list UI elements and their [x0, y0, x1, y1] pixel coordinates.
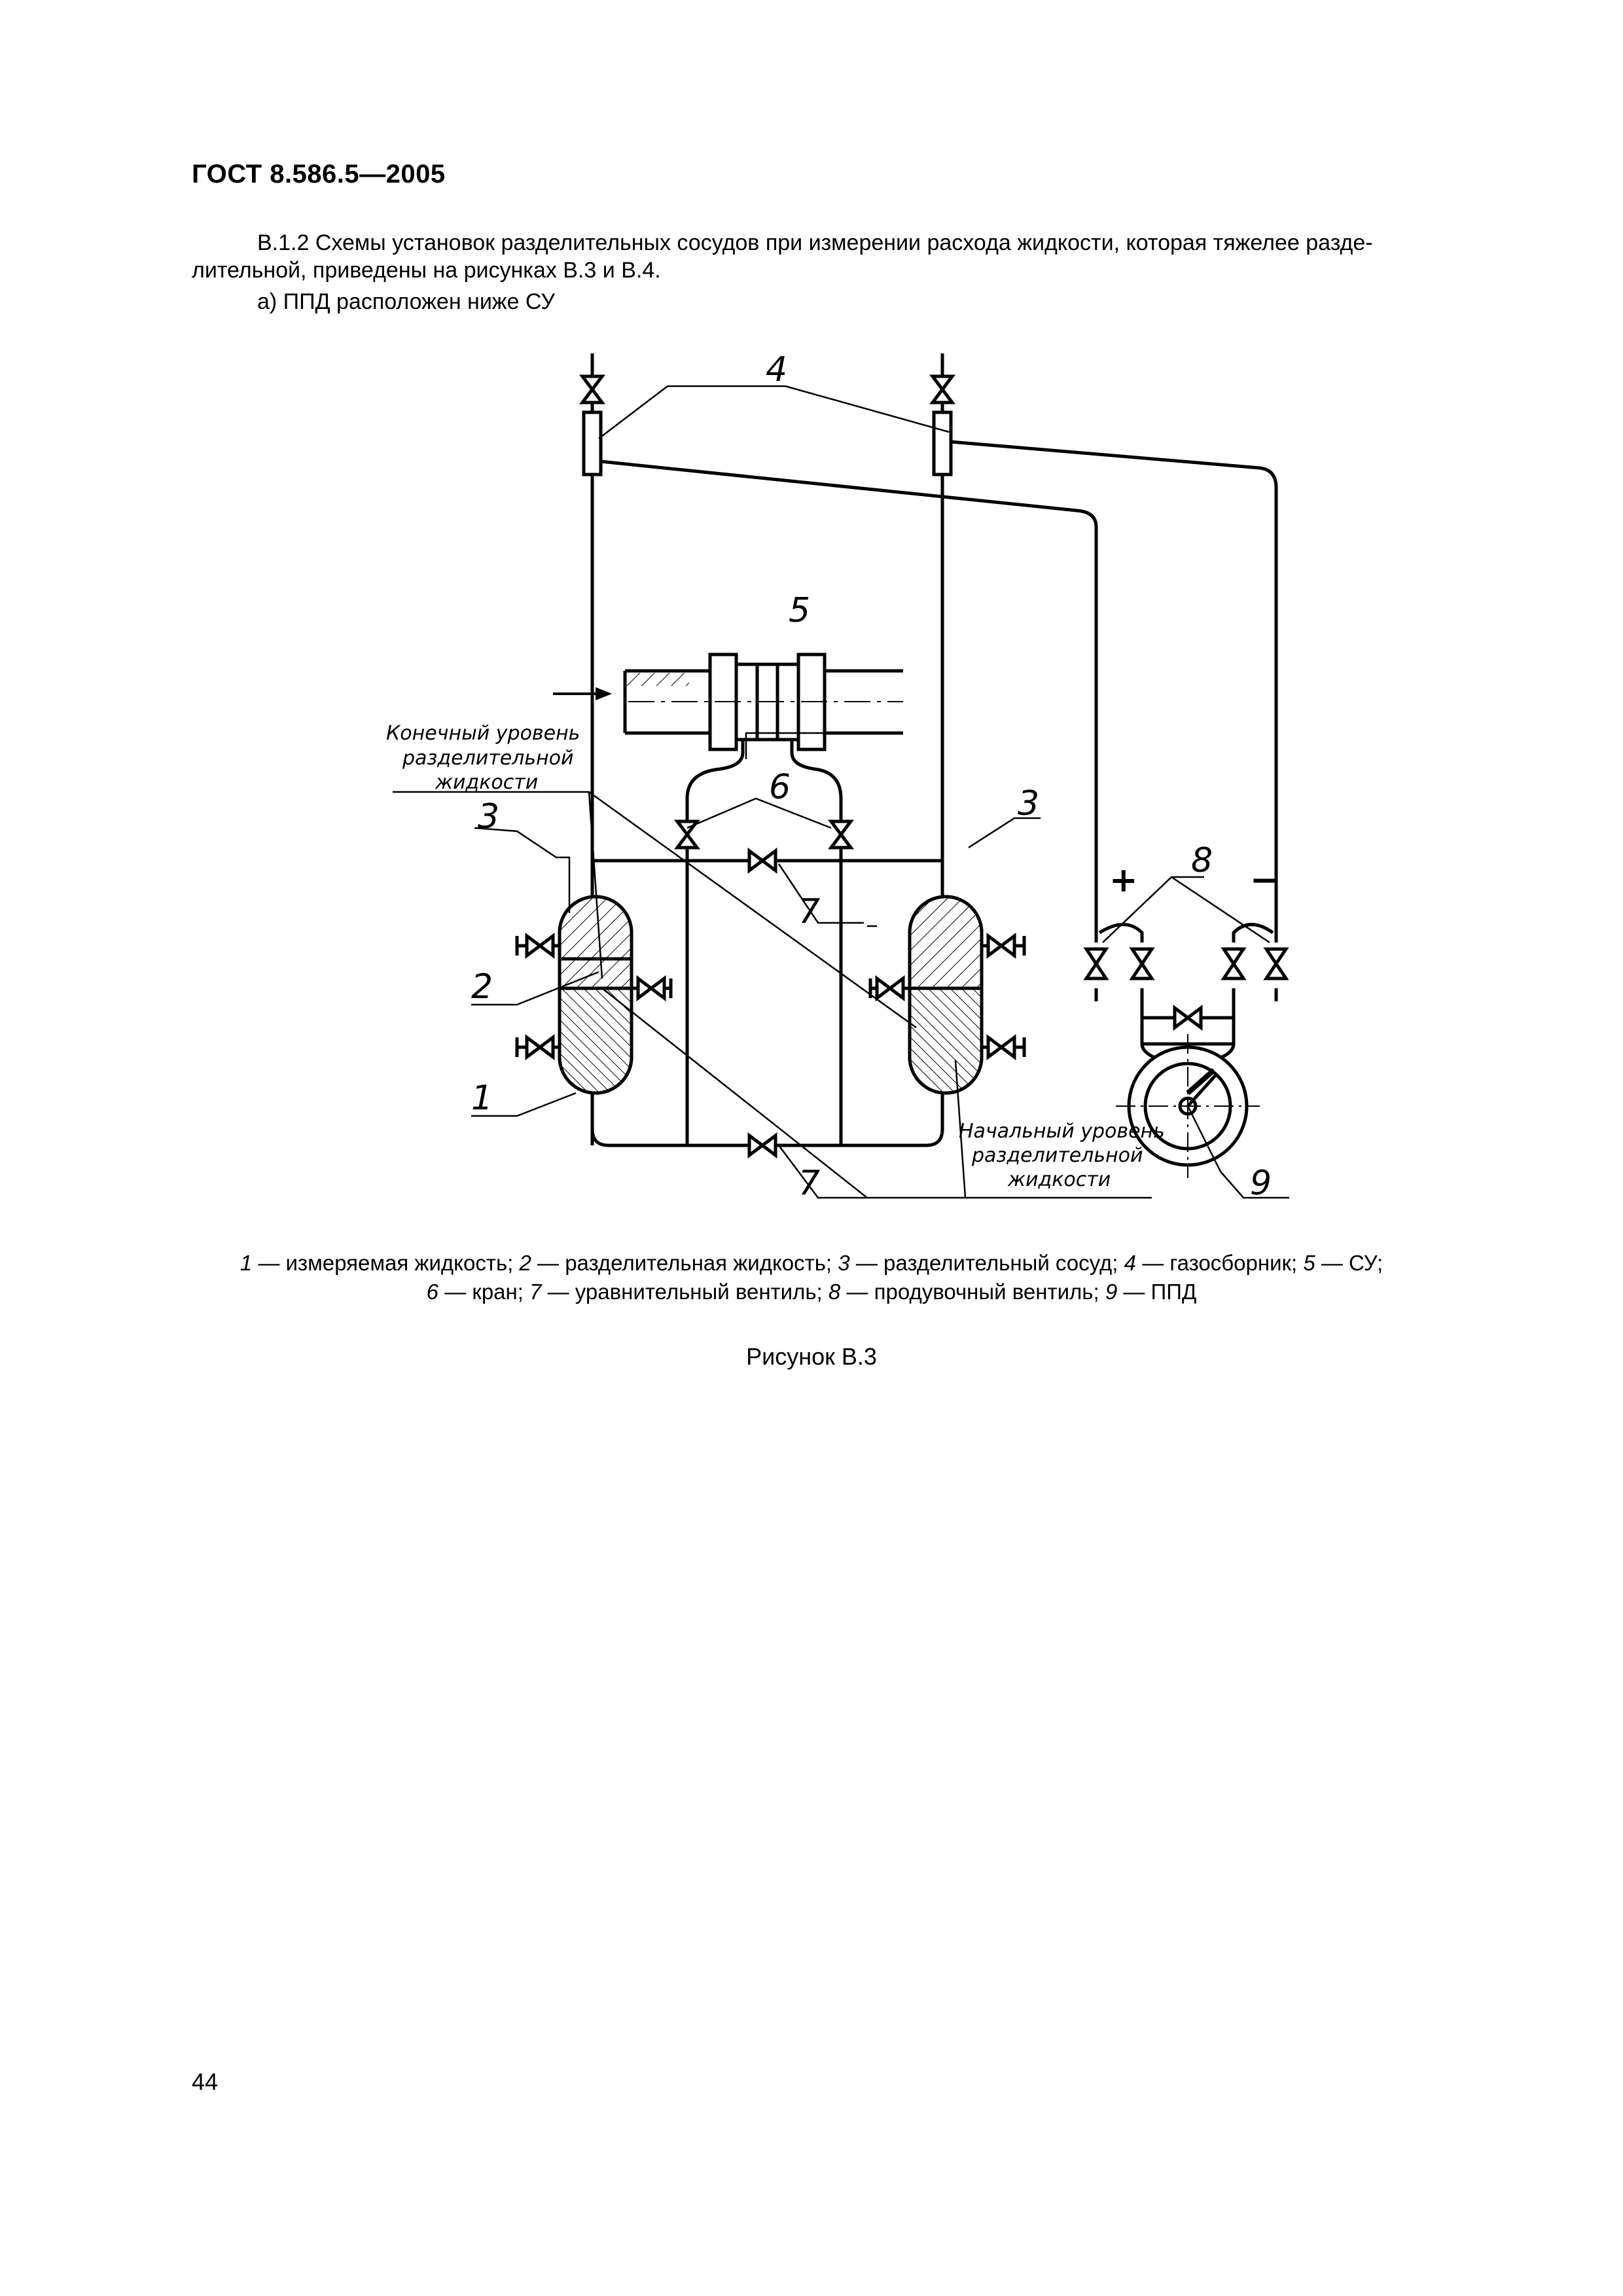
label-2: 2: [471, 967, 493, 1007]
label-7-upper: 7: [798, 892, 820, 931]
figure-legend: 1 — измеряемая жидкость; 2 — разделитель…: [183, 1249, 1440, 1306]
label-3-left: 3: [478, 797, 499, 836]
legend-line-1: 1 — измеряемая жидкость; 2 — разделитель…: [240, 1251, 1383, 1275]
final-level-line-3: жидкости: [435, 771, 538, 794]
label-4: 4: [766, 350, 787, 389]
label-8: 8: [1191, 841, 1213, 880]
label-7-lower: 7: [798, 1164, 820, 1203]
label-plus: +: [1109, 861, 1138, 900]
label-6: 6: [769, 768, 791, 807]
legend-line-2: 6 — кран; 7 — уравнительный вентиль; 8 —…: [426, 1280, 1197, 1304]
document-header: ГОСТ 8.586.5—2005: [192, 160, 446, 188]
label-3-right: 3: [1018, 784, 1039, 823]
label-minus: −: [1250, 861, 1279, 900]
paragraph-line-1: В.1.2 Схемы установок разделительных сос…: [257, 230, 1373, 255]
initial-level-line-1: Начальный уровень: [959, 1120, 1165, 1143]
subheading-a: а) ППД расположен ниже СУ: [257, 289, 555, 314]
initial-level-line-2: разделительной: [971, 1144, 1143, 1167]
schematic-figure: 4 5 6 3 3 8 + − 7 2 1 7 9 Конечный урове…: [386, 350, 1289, 1203]
paragraph-line-2: лительной, приведены на рисунках В.3 и В…: [192, 258, 661, 283]
label-5: 5: [789, 591, 810, 630]
page-number: 44: [192, 2068, 219, 2095]
final-level-line-2: разделительной: [402, 747, 574, 770]
figure-caption: Рисунок В.3: [746, 1343, 877, 1370]
final-level-line-1: Конечный уровень: [386, 722, 580, 745]
paragraph-b12: В.1.2 Схемы установок разделительных сос…: [192, 229, 1501, 284]
label-1: 1: [471, 1079, 493, 1118]
initial-level-line-3: жидкости: [1007, 1168, 1111, 1191]
label-9: 9: [1250, 1164, 1272, 1203]
